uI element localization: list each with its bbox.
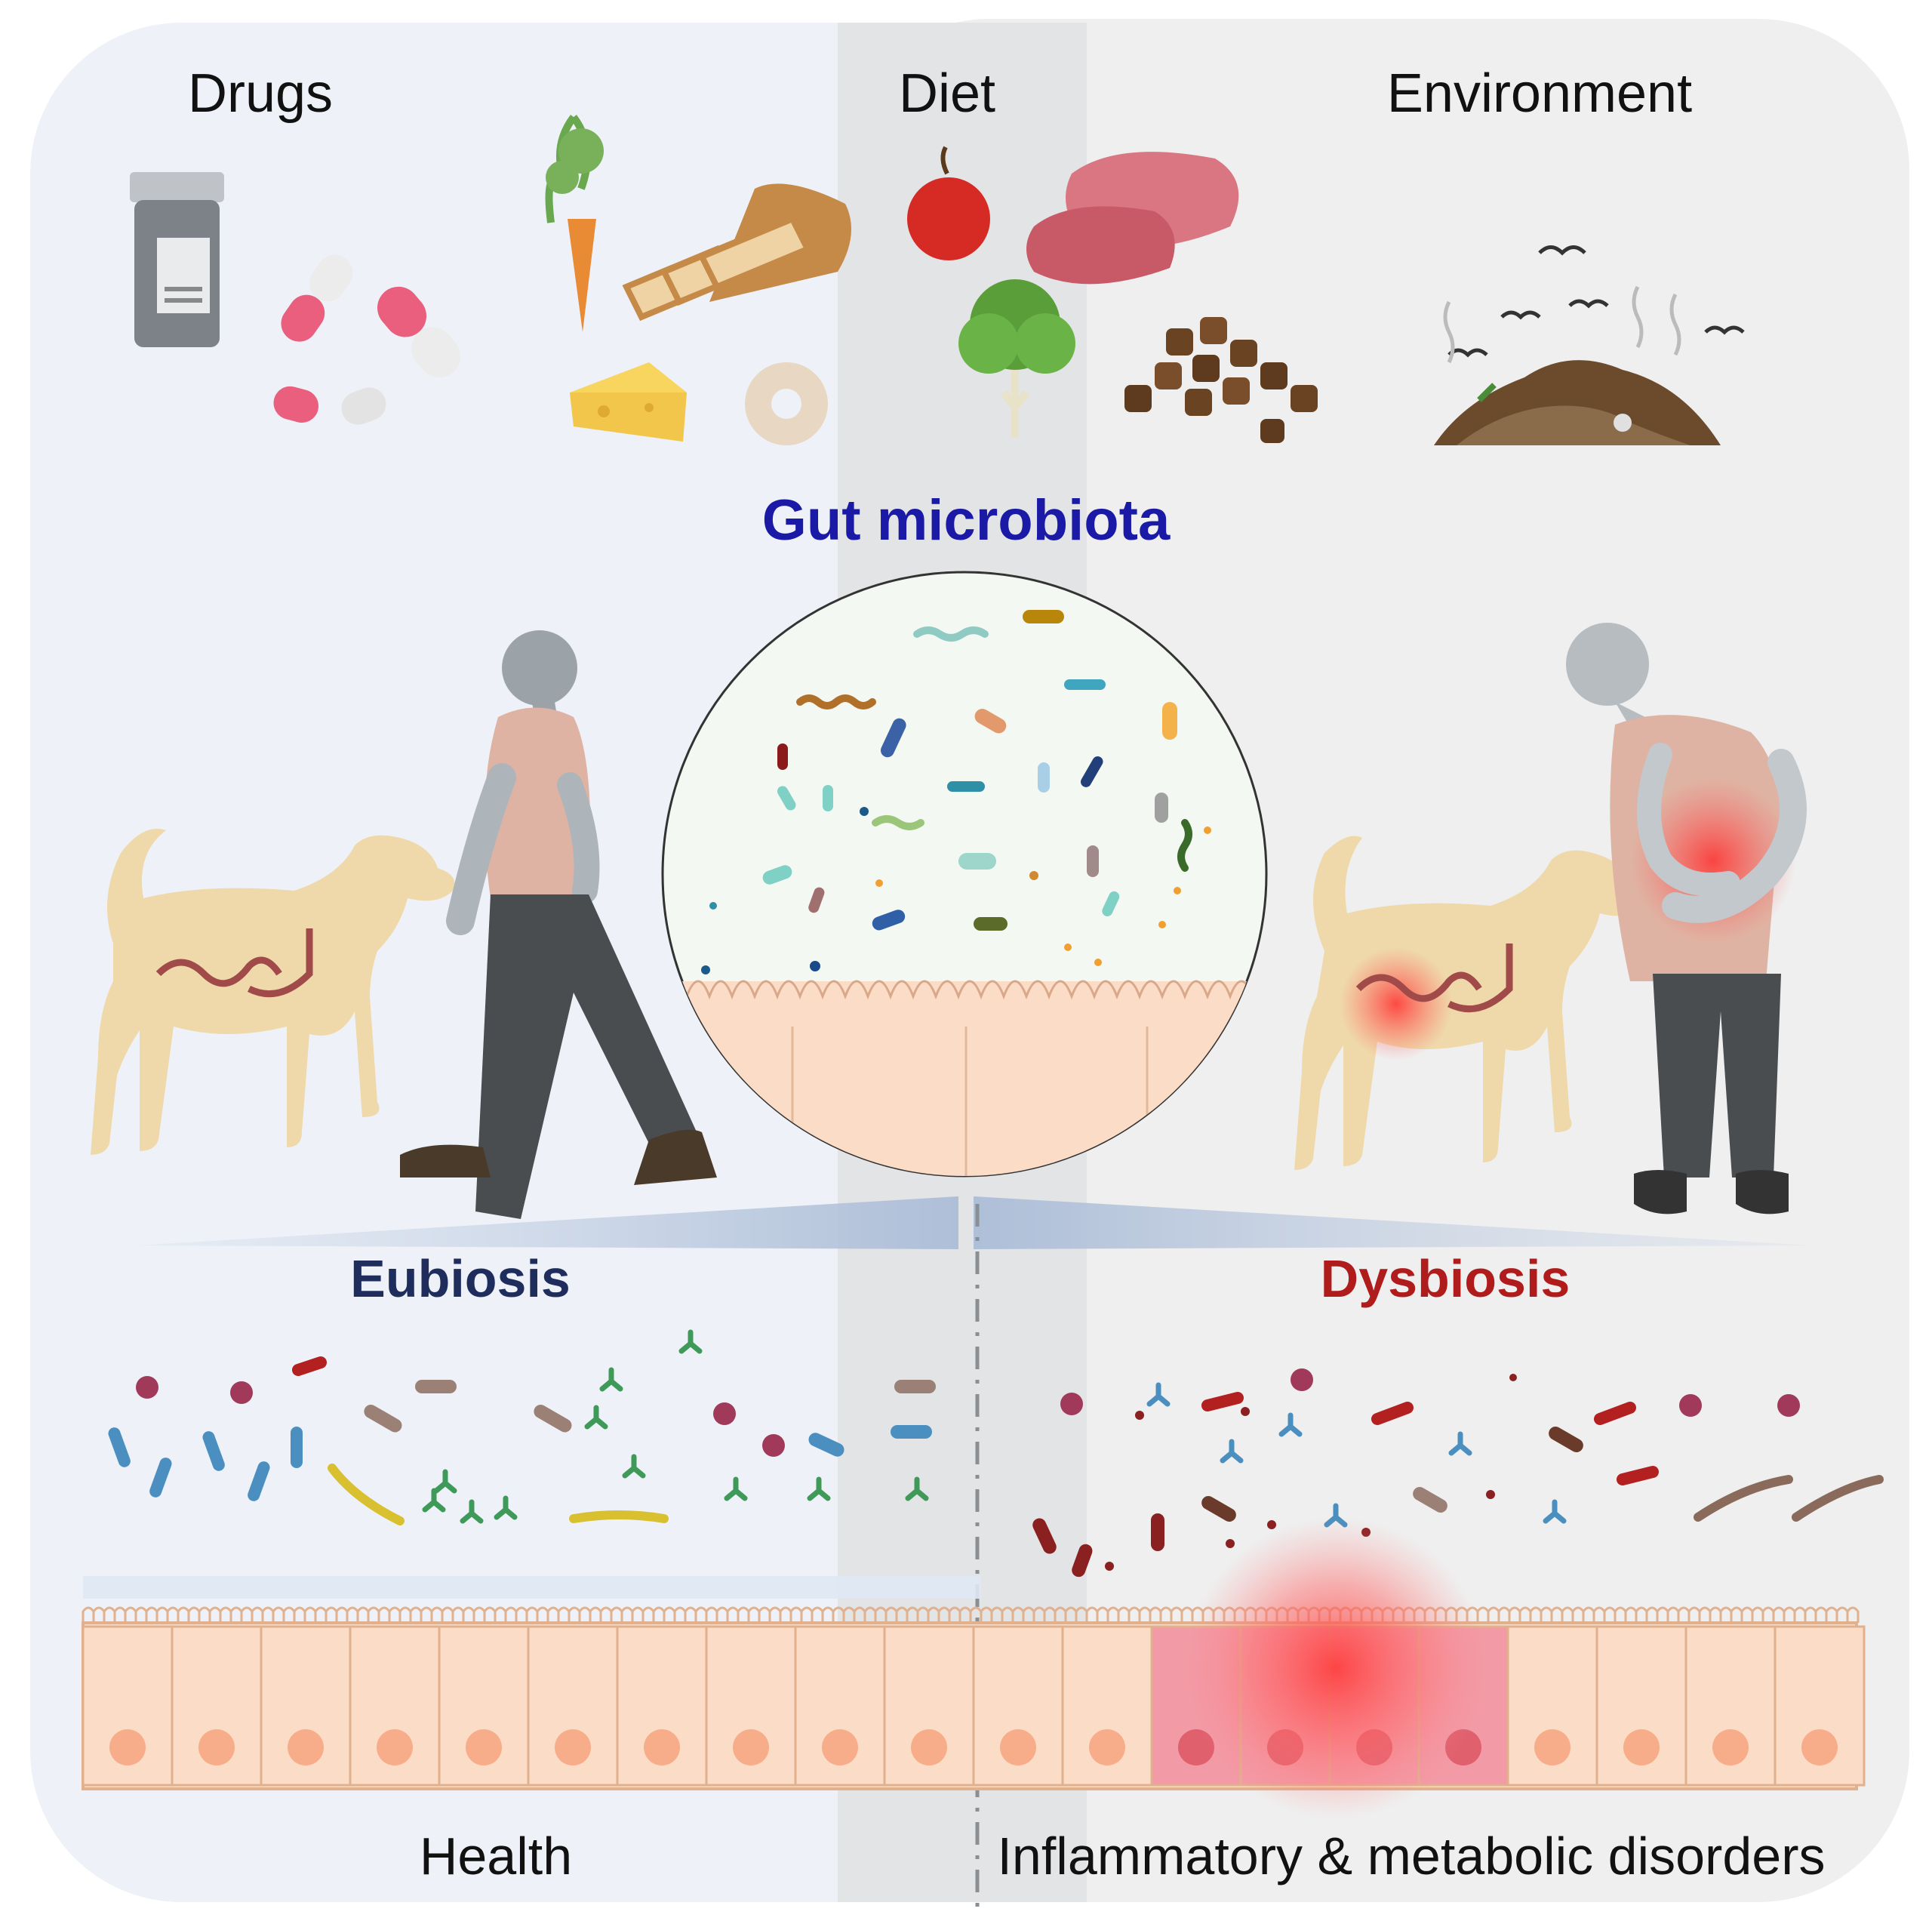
diet-label: Diet — [899, 63, 995, 124]
cell-nucleus — [1089, 1729, 1125, 1765]
donut-icon — [745, 362, 828, 445]
waste-pile-icon — [1434, 360, 1721, 445]
health-label: Health — [420, 1827, 572, 1886]
walking-man-icon — [400, 630, 717, 1219]
capsule-icon — [273, 254, 460, 425]
pill-bottle-icon — [130, 172, 224, 347]
cell-nucleus — [1534, 1729, 1571, 1765]
stink-lines-icon — [1443, 285, 1681, 364]
sick-man-icon — [1566, 623, 1807, 1214]
dog-icon — [91, 829, 455, 1155]
eubiosis-label: Eubiosis — [350, 1249, 571, 1308]
bread-icon — [622, 183, 851, 322]
cell-nucleus — [822, 1729, 858, 1765]
cell-nucleus — [466, 1729, 502, 1765]
eubiosis-microbes — [108, 1329, 936, 1525]
dysbiosis-label: Dysbiosis — [1321, 1249, 1571, 1308]
ground-base — [136, 1196, 1811, 1249]
gut-microbiota-label: Gut microbiota — [762, 488, 1171, 553]
apple-icon — [907, 146, 990, 260]
drugs-label: Drugs — [188, 63, 333, 124]
cell-nucleus — [644, 1729, 680, 1765]
cheese-icon — [570, 362, 687, 442]
environment-label: Environment — [1387, 63, 1692, 124]
cell-nucleus — [1000, 1729, 1036, 1765]
cell-nucleus — [1712, 1729, 1749, 1765]
cell-nucleus — [1623, 1729, 1660, 1765]
carrot-icon — [545, 115, 604, 332]
dog-icon — [1294, 836, 1645, 1170]
dysbiosis-microbes — [1032, 1368, 1884, 1578]
lettuce-icon — [958, 279, 1075, 438]
cell-nucleus — [555, 1729, 591, 1765]
cell-nucleus — [288, 1729, 324, 1765]
kibble-icon — [1124, 317, 1318, 443]
cell-nucleus — [377, 1729, 413, 1765]
cell-nucleus — [198, 1729, 235, 1765]
epithelium-icon — [82, 1517, 1866, 1819]
cell-nucleus — [911, 1729, 947, 1765]
cell-nucleus — [109, 1729, 146, 1765]
cell-nucleus — [733, 1729, 769, 1765]
cell-nucleus — [1801, 1729, 1838, 1765]
meat-icon — [1026, 152, 1239, 285]
disorders-label: Inflammatory & metabolic disorders — [997, 1827, 1825, 1886]
bird-icon — [1447, 245, 1745, 358]
